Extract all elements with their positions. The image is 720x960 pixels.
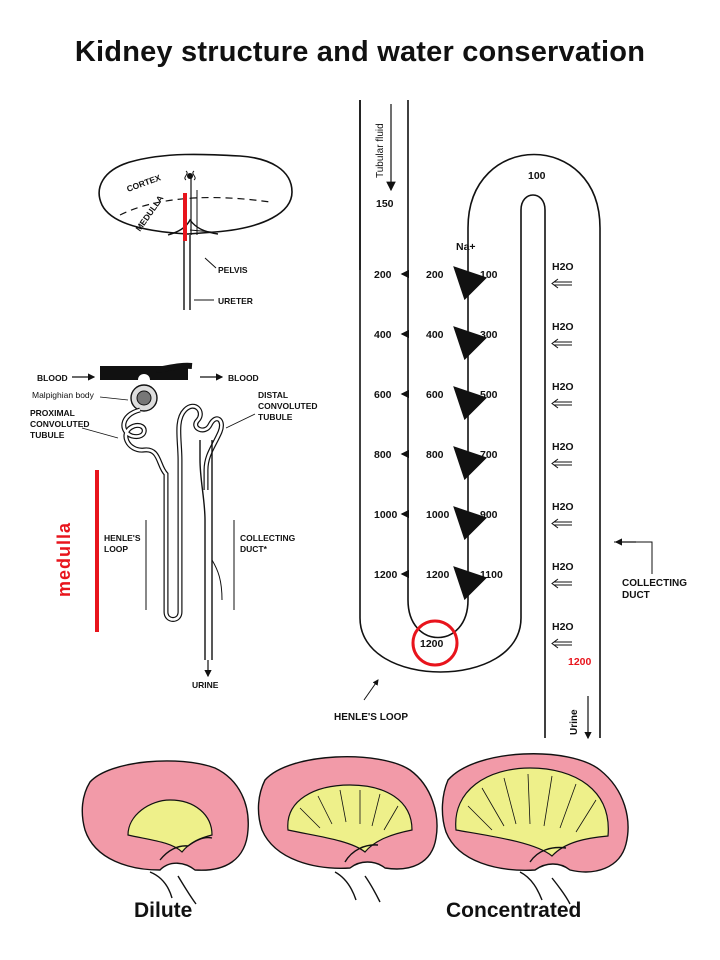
outer-value: 600 bbox=[374, 389, 392, 401]
outer-value: 400 bbox=[374, 329, 392, 341]
pelvis bbox=[167, 218, 219, 236]
collecting-duct-label-2: DUCT bbox=[622, 590, 650, 601]
water-arrowhead bbox=[551, 398, 559, 409]
concentrated-label: Concentrated bbox=[446, 899, 581, 922]
kidney-intermediate bbox=[257, 756, 438, 903]
henle-loop-tube bbox=[163, 403, 224, 622]
inner-value: 200 bbox=[426, 269, 444, 281]
ascending-value: 700 bbox=[480, 449, 498, 461]
collecting-label-2: DUCT* bbox=[240, 544, 268, 554]
sodium-arrow bbox=[453, 266, 488, 301]
loop-outer-wall bbox=[359, 100, 546, 738]
water-arrow bbox=[554, 461, 572, 466]
sodium-arrow bbox=[453, 326, 488, 361]
collecting-label-1: COLLECTING bbox=[240, 533, 296, 543]
ascending-value: 300 bbox=[480, 329, 498, 341]
medulla-label: medulla bbox=[54, 522, 74, 597]
na-label: Na+ bbox=[456, 241, 476, 253]
kidney-comparison: Dilute Concentrated bbox=[81, 753, 629, 922]
outer-value: 1200 bbox=[374, 569, 398, 581]
tubular-fluid-label: Tubular fluid bbox=[375, 123, 386, 178]
cortex-label: CORTEX bbox=[125, 172, 162, 194]
water-arrowhead bbox=[551, 278, 559, 289]
proximal-tubule bbox=[121, 407, 169, 612]
kidney-dilute bbox=[81, 760, 249, 905]
inner-value: 800 bbox=[426, 449, 444, 461]
start-value: 150 bbox=[376, 198, 394, 210]
water-arrowhead bbox=[551, 338, 559, 349]
outer-value: 200 bbox=[374, 269, 392, 281]
ureter-label: URETER bbox=[218, 296, 253, 306]
henle-label-1: HENLE'S bbox=[104, 533, 141, 543]
dilute-label: Dilute bbox=[134, 899, 192, 922]
ascending-value: 100 bbox=[480, 269, 498, 281]
cortex-boundary bbox=[119, 196, 271, 216]
water-arrow bbox=[554, 281, 572, 286]
water-arrowhead bbox=[551, 578, 559, 589]
sodium-arrow bbox=[453, 506, 488, 541]
henle-label-2: LOOP bbox=[104, 544, 128, 554]
proximal-label-3: TUBULE bbox=[30, 430, 65, 440]
kidney-section: CORTEX MEDULLA PELVIS URETER bbox=[98, 153, 293, 310]
sodium-arrow bbox=[453, 386, 488, 421]
water-arrow bbox=[554, 521, 572, 526]
water-arrow bbox=[554, 341, 572, 346]
water-label: H2O bbox=[552, 441, 574, 453]
countercurrent-diagram: Tubular fluid 150 100 Na+ 200 200 100 400 40… bbox=[334, 100, 687, 740]
sodium-arrow bbox=[453, 446, 488, 481]
duct-value: 1200 bbox=[568, 656, 592, 668]
inner-value: 600 bbox=[426, 389, 444, 401]
water-label: H2O bbox=[552, 381, 574, 393]
urine-duct-label: Urine bbox=[569, 709, 580, 735]
page-title: Kidney structure and water conservation bbox=[74, 36, 646, 68]
malpighian-label: Malpighian body bbox=[32, 390, 95, 400]
proximal-label-1: PROXIMAL bbox=[30, 408, 75, 418]
kidney-outline bbox=[98, 153, 293, 235]
loop-inner-wall bbox=[407, 153, 601, 738]
outer-value: 1000 bbox=[374, 509, 398, 521]
collecting-duct bbox=[199, 440, 213, 660]
medulla-red-bar bbox=[95, 470, 99, 632]
inner-value: 400 bbox=[426, 329, 444, 341]
sodium-arrow bbox=[453, 566, 488, 601]
blood-in-label: BLOOD bbox=[37, 373, 68, 383]
ascending-value: 1100 bbox=[480, 569, 503, 581]
water-arrowhead bbox=[551, 518, 559, 529]
water-label: H2O bbox=[552, 561, 574, 573]
water-arrow bbox=[554, 641, 572, 646]
pelvis-label: PELVIS bbox=[218, 265, 248, 275]
distal-label-1: DISTAL bbox=[258, 390, 288, 400]
medulla-kidney-label: MEDULLA bbox=[133, 193, 165, 233]
inner-value: 1200 bbox=[426, 569, 450, 581]
proximal-label-2: CONVOLUTED bbox=[30, 419, 90, 429]
water-rows: H2O H2O H2O H2O H2O H2O H2O bbox=[551, 261, 574, 649]
water-label: H2O bbox=[552, 321, 574, 333]
collecting-duct-label-1: COLLECTING bbox=[622, 578, 687, 589]
loop-rows: 200 200 100 400 400 300 600 600 500 800 800 700 1000… bbox=[374, 266, 503, 601]
water-arrowhead bbox=[551, 638, 559, 649]
water-arrowhead bbox=[551, 458, 559, 469]
water-arrow bbox=[554, 401, 572, 406]
blood-out-label: BLOOD bbox=[228, 373, 259, 383]
distal-label-3: TUBULE bbox=[258, 412, 293, 422]
nephron-diagram: BLOOD BLOOD Malpighian body PROXIMAL CON… bbox=[30, 362, 318, 690]
ureter bbox=[183, 235, 191, 310]
outer-value: 800 bbox=[374, 449, 392, 461]
water-label: H2O bbox=[552, 621, 574, 633]
kidney-red-marker bbox=[183, 193, 187, 241]
urine-label: URINE bbox=[192, 680, 219, 690]
water-label: H2O bbox=[552, 261, 574, 273]
ascending-value: 900 bbox=[480, 509, 498, 521]
bottom-value: 1200 bbox=[420, 638, 444, 650]
water-arrow bbox=[554, 581, 572, 586]
bottom-highlight-circle bbox=[411, 619, 459, 667]
top-value: 100 bbox=[528, 170, 546, 182]
ascending-value: 500 bbox=[480, 389, 498, 401]
kidney-concentrated bbox=[441, 753, 629, 905]
inner-value: 1000 bbox=[426, 509, 450, 521]
henle-loop-label: HENLE'S LOOP bbox=[334, 712, 408, 723]
water-label: H2O bbox=[552, 501, 574, 513]
distal-label-2: CONVOLUTED bbox=[258, 401, 318, 411]
